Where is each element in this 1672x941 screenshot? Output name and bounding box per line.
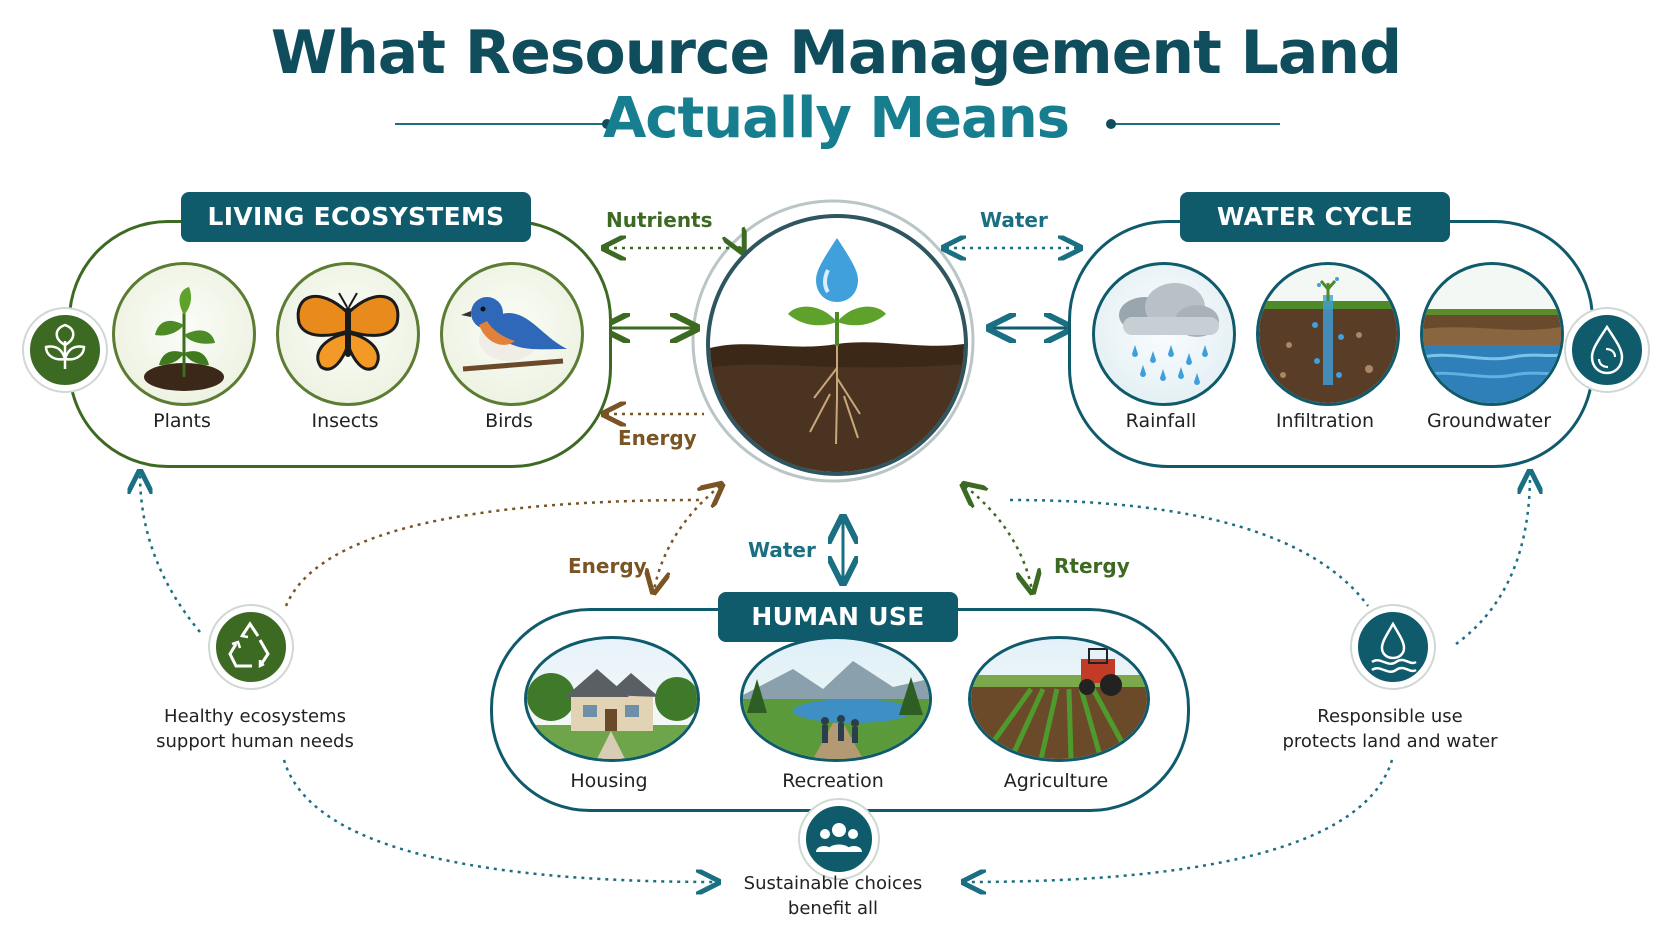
human-use-label: HUMAN USE: [718, 592, 958, 642]
infiltration-image: [1256, 262, 1400, 406]
left-note-line-2: support human needs: [156, 731, 354, 752]
insects-caption: Insects: [311, 410, 379, 432]
groundwater-image: [1420, 262, 1564, 406]
page-title: What Resource Management Land: [270, 18, 1402, 88]
right-note-line-1: Responsible use: [1317, 706, 1463, 727]
water-cycle-label: WATER CYCLE: [1180, 192, 1450, 242]
energy-bottom-left-label: Energy: [568, 554, 647, 578]
leaf-icon: [24, 309, 106, 391]
insects-image: [276, 262, 420, 406]
infiltration-caption: Infiltration: [1275, 410, 1375, 432]
energy-bottom-left-arrow: [654, 486, 720, 590]
housing-image: [524, 636, 700, 762]
bottom-note-line-1: Sustainable choices: [743, 873, 923, 894]
people-icon: [800, 800, 878, 878]
center-to-responsible-path: [1009, 498, 1370, 607]
rainfall-caption: Rainfall: [1125, 410, 1197, 432]
water-bottom-label: Water: [748, 538, 816, 562]
title-divider: [395, 119, 1280, 129]
water-protection-icon: [1352, 606, 1434, 688]
plants-caption: Plants: [153, 410, 211, 432]
energy-left-label: Energy: [618, 426, 697, 450]
rainfall-image: [1092, 262, 1236, 406]
housing-caption: Housing: [570, 770, 648, 792]
recreation-image: [740, 636, 932, 762]
energy-bottom-right-arrow: [965, 486, 1032, 590]
recreation-caption: Recreation: [782, 770, 884, 792]
living-ecosystems-label: LIVING ECOSYSTEMS: [181, 192, 531, 242]
agriculture-caption: Agriculture: [1003, 770, 1109, 792]
plants-image: [112, 262, 256, 406]
left-note-line-1: Healthy ecosystems: [164, 706, 346, 727]
left-note: Healthy ecosystems support human needs: [140, 704, 370, 754]
birds-caption: Birds: [485, 410, 533, 432]
right-note-line-2: protects land and water: [1282, 731, 1498, 752]
recycle-to-living-path: [140, 474, 201, 633]
nutrients-label: Nutrients: [606, 208, 713, 232]
recycle-icon: [210, 606, 292, 688]
right-note: Responsible use protects land and water: [1270, 704, 1510, 754]
page-subtitle: Actually Means: [602, 86, 1070, 151]
bottom-note: Sustainable choices benefit all: [733, 871, 933, 921]
groundwater-caption: Groundwater: [1426, 410, 1552, 432]
center-soil-sprout-image: [706, 214, 968, 476]
right-to-sustainable-path: [966, 759, 1394, 882]
birds-image: [440, 262, 584, 406]
bottom-note-line-2: benefit all: [787, 898, 879, 919]
agriculture-image: [968, 636, 1150, 762]
water-drop-cycle-icon: [1566, 309, 1648, 391]
energy-bottom-right-label: Rtergy: [1054, 554, 1130, 578]
left-to-sustainable-path: [282, 759, 716, 882]
recycle-to-center-path: [284, 498, 701, 607]
water-top-label: Water: [980, 208, 1048, 232]
responsible-to-water-path: [1455, 474, 1530, 646]
